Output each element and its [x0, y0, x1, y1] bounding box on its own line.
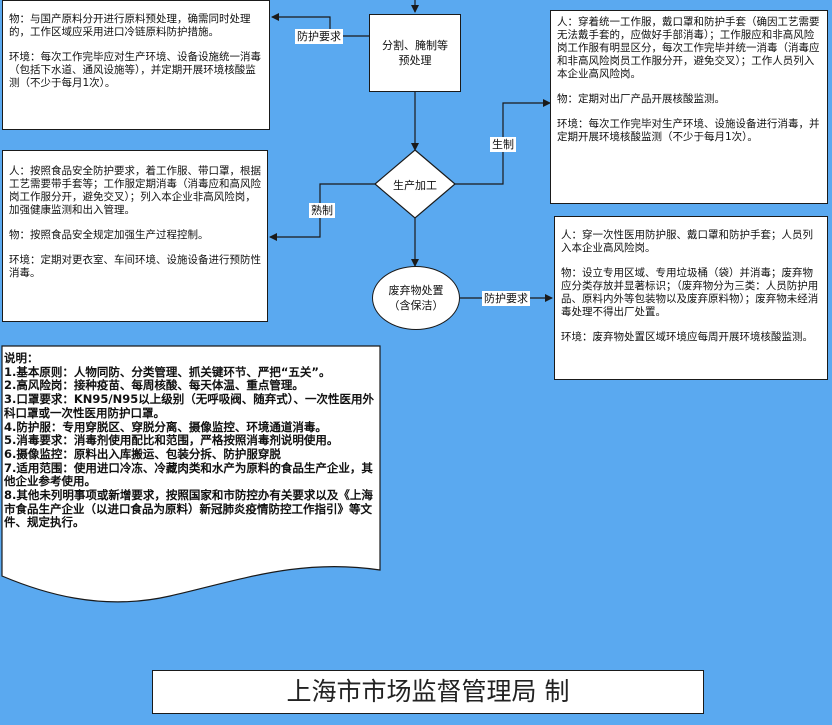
top-left-item: 物：与国产原料分开进行原料预处理，确需同时处理的，工作区域应采用进口冷链原料防护… [9, 13, 251, 38]
decision-label: 生产加工 [393, 179, 437, 192]
notes-item: 6.摄像监控：原料出入库搬运、包装分拆、防护服穿脱 [4, 446, 281, 461]
notes-item: 2.高风险岗：接种疫苗、每周核酸、每天体温、重点管理。 [4, 378, 304, 393]
top-right-item: 人：穿着统一工作服，戴口罩和防护手套（确因工艺需要无法戴手套的，应做好手部消毒）… [557, 16, 820, 80]
notes-item: 1.基本原则：人物同防、分类管理、抓关键环节、严把“五关”。 [4, 364, 331, 379]
edge-label-protect-waste: 防护要求 [482, 291, 530, 306]
mid-left-box: 人：按照食品安全防护要求，着工作服、带口罩，根据工艺需要带手套等；工作服定期消毒… [2, 150, 268, 322]
bottom-right-box: 人：穿一次性医用防护服、戴口罩和防护手套；人员列入本企业高风险岗。 物：设立专用… [554, 216, 828, 380]
notes-item: 5.消毒要求：消毒剂使用配比和范围，严格按照消毒剂说明使用。 [4, 433, 339, 448]
top-left-box: 物：与国产原料分开进行原料预处理，确需同时处理的，工作区域应采用进口冷链原料防护… [2, 0, 270, 130]
notes-item: 3.口罩要求：KN95/N95以上级别（无呼吸阀、随弃式）、一次性医用外科口罩或… [4, 392, 374, 420]
decision-diamond [374, 149, 456, 219]
edge-label-cooked: 熟制 [309, 203, 335, 218]
bottom-right-item: 环境：废弃物处置区域环境应每周开展环境核酸监测。 [561, 331, 813, 343]
footer-authority: 上海市市场监督管理局 制 [152, 670, 704, 714]
process-node: 分割、腌制等 预处理 [369, 14, 461, 92]
mid-left-item: 人：按照食品安全防护要求，着工作服、带口罩，根据工艺需要带手套等；工作服定期消毒… [9, 165, 261, 216]
process-label: 分割、腌制等 预处理 [382, 39, 448, 67]
top-right-item: 环境：每次工作完毕对生产环境、设施设备进行消毒，并定期开展环境核酸监测（不少于每… [557, 118, 820, 143]
bottom-right-item: 人：穿一次性医用防护服、戴口罩和防护手套；人员列入本企业高风险岗。 [561, 229, 813, 254]
notes-item: 4.防护服：专用穿脱区、穿脱分离、摄像监控、环境通道消毒。 [4, 419, 327, 434]
top-right-item: 物：定期对出厂产品开展核酸监测。 [557, 93, 725, 105]
edge-label-raw: 生制 [490, 137, 516, 152]
notes-document-shape [1, 345, 381, 603]
waste-node: 废弃物处置 （含保洁） [372, 266, 460, 330]
arrow-process-to-topleft [271, 13, 369, 37]
mid-left-item: 物：按照食品安全规定加强生产过程控制。 [9, 229, 209, 241]
edge-label-protect-top: 防护要求 [295, 29, 343, 44]
notes-title: 说明： [4, 351, 39, 365]
waste-label: 废弃物处置 （含保洁） [388, 284, 444, 312]
top-left-item: 环境：每次工作完毕应对生产环境、设备设施统一消毒（包括下水道、通风设施等），并定… [9, 51, 261, 89]
bottom-right-item: 物：设立专用区域、专用垃圾桶（袋）并消毒；废弃物应分类存放并显著标识；（废弃物分… [561, 267, 819, 318]
notes-item: 8.其他未列明事项或新增要求，按照国家和市防控办有关要求以及《上海市食品生产企业… [4, 488, 373, 530]
notes-item: 7.适用范围：使用进口冷冻、冷藏肉类和水产为原料的食品生产企业，其他企业参考使用… [4, 460, 373, 489]
mid-left-item: 环境：定期对更衣室、车间环境、设施设备进行预防性消毒。 [9, 254, 261, 279]
top-right-box: 人：穿着统一工作服，戴口罩和防护手套（确因工艺需要无法戴手套的，应做好手部消毒）… [550, 10, 828, 204]
